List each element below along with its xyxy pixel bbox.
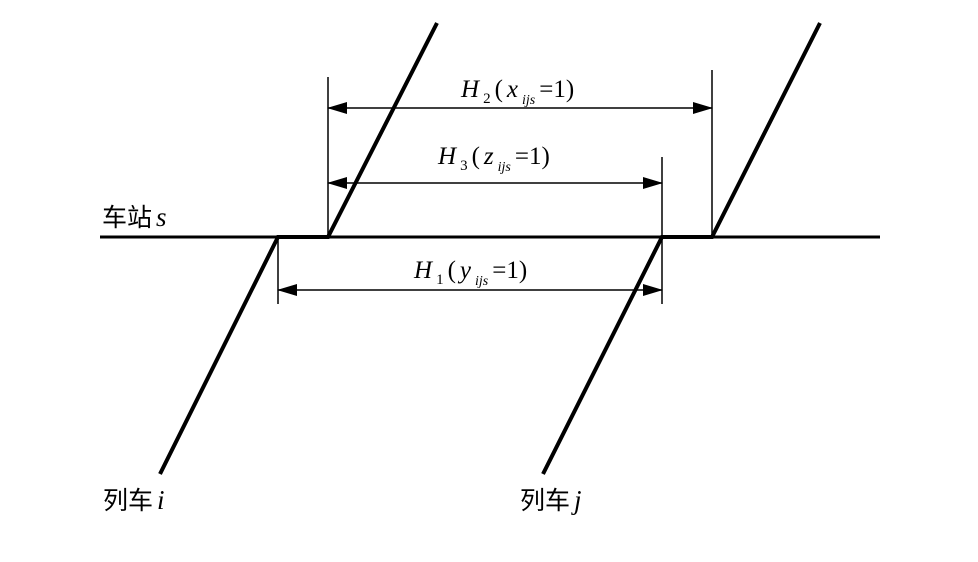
- h2-main: H: [460, 76, 481, 103]
- h2-eq: =1): [539, 76, 574, 103]
- train-j-label-text: 列车: [520, 486, 570, 515]
- h3-open: (: [472, 143, 480, 170]
- h1-main: H: [413, 257, 434, 284]
- train-j-label: 列车 j: [520, 485, 582, 515]
- h1-eq: =1): [492, 257, 527, 284]
- h2-subscript: ijs: [522, 93, 536, 108]
- h2-label: H 2 ( x ijs =1): [460, 76, 574, 108]
- h3-subscript: ijs: [498, 160, 512, 175]
- h3-var: z: [483, 143, 494, 170]
- h2-open: (: [495, 76, 503, 103]
- h1-label: H 1 ( y ijs =1): [413, 257, 527, 289]
- station-label-text: 车站: [102, 203, 152, 232]
- h1-open: (: [448, 257, 456, 284]
- train-i-label-var: i: [157, 485, 165, 515]
- h3-eq: =1): [515, 143, 550, 170]
- train-i-label-text: 列车: [103, 486, 153, 515]
- h2-var: x: [506, 76, 518, 103]
- train-j-label-var: j: [571, 485, 582, 515]
- h3-label: H 3 ( z ijs =1): [437, 143, 550, 175]
- h3-main: H: [437, 143, 458, 170]
- h1-var: y: [457, 257, 472, 284]
- station-label-var: s: [156, 202, 167, 232]
- station-label: 车站 s: [102, 202, 167, 232]
- train-j-path: [541, 22, 822, 475]
- h3-index: 3: [460, 158, 468, 174]
- h1-index: 1: [436, 272, 444, 288]
- train-i-label: 列车 i: [103, 485, 165, 515]
- h2-index: 2: [483, 91, 491, 107]
- train-i-path: [158, 22, 439, 475]
- h1-subscript: ijs: [475, 274, 489, 289]
